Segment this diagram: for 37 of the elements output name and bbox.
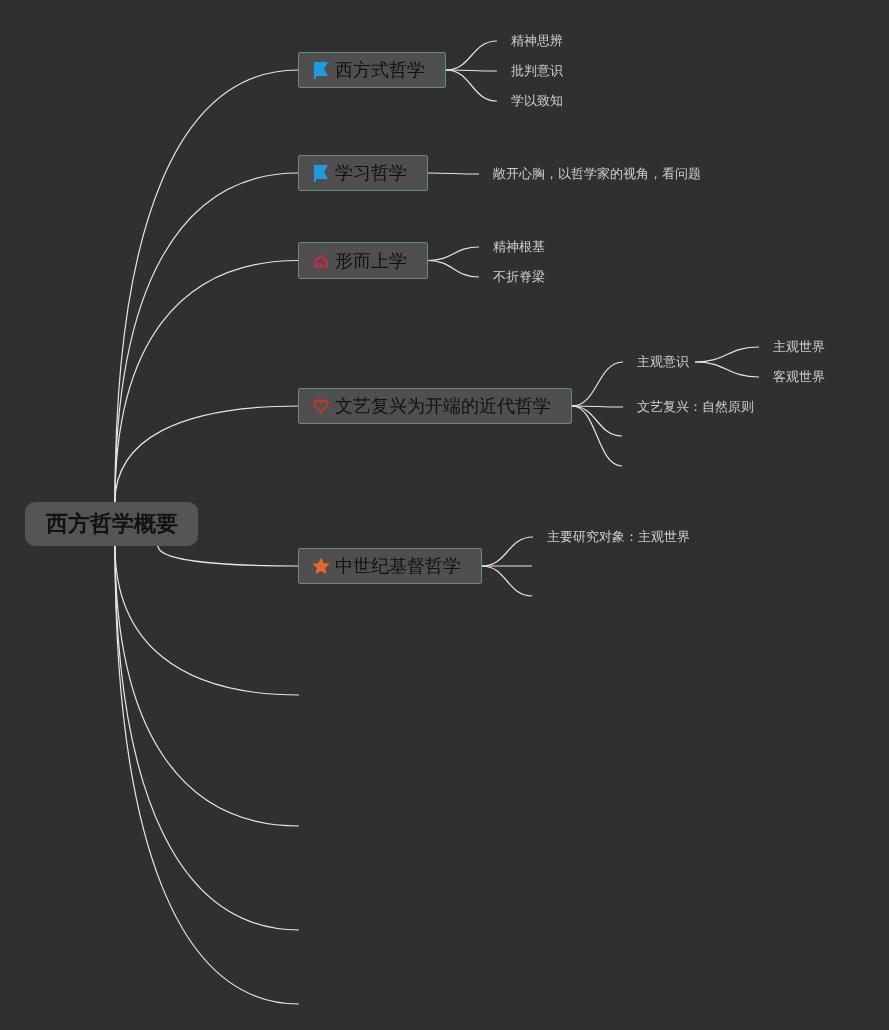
topic-text: 学习哲学 <box>335 161 407 185</box>
topic-box <box>298 52 446 88</box>
branch-line <box>427 259 480 278</box>
branch-line <box>427 172 480 175</box>
branch-line <box>114 259 299 503</box>
branch-line <box>481 565 533 597</box>
branch-line <box>571 405 623 437</box>
topic-box <box>298 388 572 424</box>
branch-label: 不折脊梁 <box>479 267 545 287</box>
branch-label: 文艺复兴：自然原则 <box>623 397 754 417</box>
branch-line <box>445 69 498 72</box>
topic-text: 西方式哲学 <box>335 58 425 82</box>
branch-line <box>157 545 299 567</box>
branch-label: 精神思辨 <box>497 31 563 51</box>
topic-text: 文艺复兴为开端的近代哲学 <box>335 394 551 418</box>
branch-label: 主观意识 <box>623 352 689 372</box>
branch-line <box>694 361 760 378</box>
branch-line <box>114 405 299 503</box>
topic-box <box>298 548 482 584</box>
central-topic <box>25 502 198 546</box>
branch-label: 客观世界 <box>759 367 825 387</box>
branch-line <box>445 69 498 102</box>
branch-label: 主要研究对象：主观世界 <box>533 527 690 547</box>
branch-label: 批判意识 <box>497 61 563 81</box>
topic-text: 中世纪基督哲学 <box>335 554 461 578</box>
branch-label: 精神根基 <box>479 237 545 257</box>
branch-label: 主观世界 <box>759 337 825 357</box>
branch-label: 学以致知 <box>497 91 563 111</box>
branch-line <box>481 565 533 567</box>
topic-box <box>298 155 428 191</box>
branch-line <box>571 405 623 467</box>
branch-line <box>571 405 624 408</box>
central-topic-text: 西方哲学概要 <box>45 510 178 538</box>
topic-text: 形而上学 <box>335 248 407 273</box>
branch-label: 敞开心胸，以哲学家的视角，看问题 <box>479 164 701 184</box>
topic-box <box>298 242 428 279</box>
branch-line <box>114 545 300 1005</box>
